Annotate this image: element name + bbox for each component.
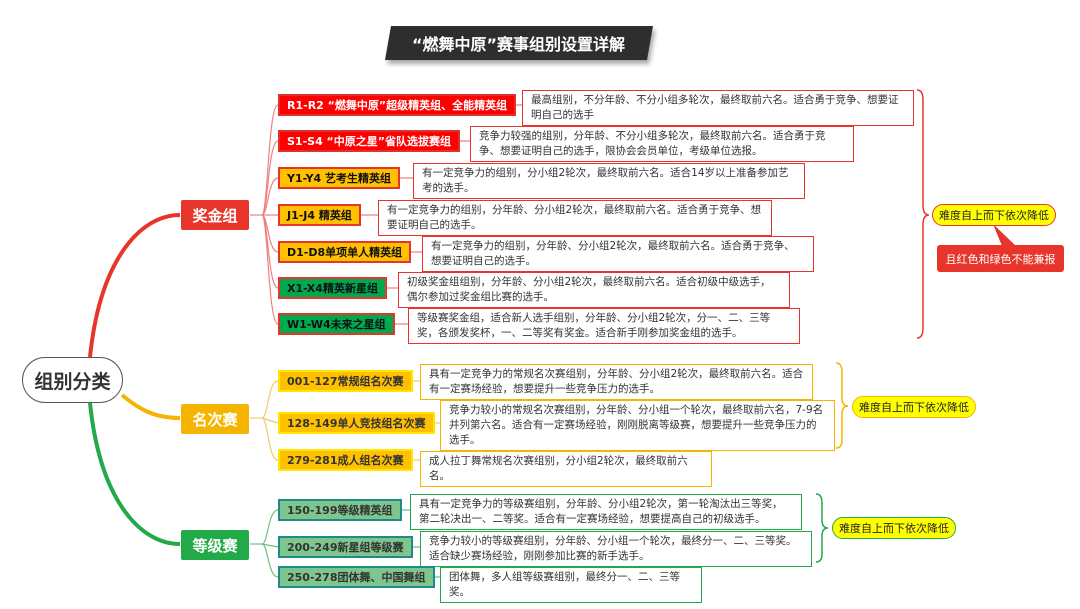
desc-279-281: 成人拉丁舞常规名次赛组别，分小组2轮次，最终取前六名。 xyxy=(420,451,712,487)
difficulty-annotation-ranking: 难度自上而下依次降低 xyxy=(852,396,976,418)
desc-x1-x4: 初级奖金组组别，分年龄、分小组2轮次，最终取前六名。适合初级中级选手，偶尔参加过… xyxy=(398,272,790,308)
difficulty-annotation-prize: 难度自上而下依次降低 xyxy=(932,204,1056,226)
leaf-128-149[interactable]: 128-149单人竞技组名次赛 xyxy=(278,412,435,434)
leaf-150-199[interactable]: 150-199等级精英组 xyxy=(278,499,402,521)
desc-001-127: 具有一定竞争力的常规名次赛组别，分年龄、分小组2轮次，最终取前六名。适合有一定赛… xyxy=(420,364,813,400)
difficulty-annotation-grade: 难度自上而下依次降低 xyxy=(832,517,956,539)
leaf-y1-y4[interactable]: Y1-Y4 艺考生精英组 xyxy=(278,167,401,189)
leaf-250-278[interactable]: 250-278团体舞、中国舞组 xyxy=(278,566,435,588)
no-combined-entry-note: 且红色和绿色不能兼报 xyxy=(937,245,1064,272)
desc-y1-y4: 有一定竞争力的组别，分小组2轮次，最终取前六名。适合14岁以上准备参加艺考的选手… xyxy=(413,163,805,199)
leaf-001-127[interactable]: 001-127常规组名次赛 xyxy=(278,370,413,392)
desc-s1-s4: 竞争力较强的组别，分年龄、不分小组多轮次，最终取前六名。适合勇于竞争、想要证明自… xyxy=(470,126,854,162)
leaf-x1-x4[interactable]: X1-X4精英新星组 xyxy=(278,277,387,299)
leaf-279-281[interactable]: 279-281成人组名次赛 xyxy=(278,449,413,471)
desc-j1-j4: 有一定竞争力的组别，分年龄、分小组2轮次，最终取前六名。适合勇于竞争、想要证明自… xyxy=(378,200,772,236)
leaf-j1-j4[interactable]: J1-J4 精英组 xyxy=(278,204,361,226)
root-node[interactable]: 组别分类 xyxy=(22,357,123,403)
leaf-d1-d8[interactable]: D1-D8单项单人精英组 xyxy=(278,241,412,263)
desc-250-278: 团体舞，多人组等级赛组别，最终分一、二、三等奖。 xyxy=(440,567,702,603)
desc-w1-w4: 等级赛奖金组，适合新人选手组别，分年龄、分小组2轮次，分一、二、三等奖，各颁发奖… xyxy=(408,308,800,344)
desc-r1-r2: 最高组别，不分年龄、不分小组多轮次，最终取前六名。适合勇于竞争、想要证明自己的选… xyxy=(522,90,914,126)
desc-d1-d8: 有一定竞争力的组别，分年龄、分小组2轮次，最终取前六名。适合勇于竞争、想要证明自… xyxy=(422,236,814,272)
desc-128-149: 竞争力较小的常规名次赛组别，分年龄、分小组一个轮次，最终取前六名，7-9名并列第… xyxy=(440,400,835,451)
leaf-200-249[interactable]: 200-249新星组等级赛 xyxy=(278,536,413,558)
leaf-r1-r2[interactable]: R1-R2 “燃舞中原”超级精英组、全能精英组 xyxy=(278,94,517,116)
branch-grade-competition[interactable]: 等级赛 xyxy=(181,530,249,560)
root-label: 组别分类 xyxy=(34,370,111,393)
branch-ranking-competition[interactable]: 名次赛 xyxy=(181,404,249,434)
branch-prize-group[interactable]: 奖金组 xyxy=(181,200,249,230)
page-title: “燃舞中原”赛事组别设置详解 xyxy=(385,26,653,60)
leaf-w1-w4[interactable]: W1-W4未来之星组 xyxy=(278,313,395,335)
desc-200-249: 竞争力较小的等级赛组别，分年龄、分小组一个轮次，最终分一、二、三等奖。适合缺少赛… xyxy=(420,531,812,567)
leaf-s1-s4[interactable]: S1-S4 “中原之星”省队选拔赛组 xyxy=(278,130,461,152)
desc-150-199: 具有一定竞争力的等级赛组别，分年龄、分小组2轮次，第一轮淘汰出三等奖，第二轮决出… xyxy=(410,494,802,530)
